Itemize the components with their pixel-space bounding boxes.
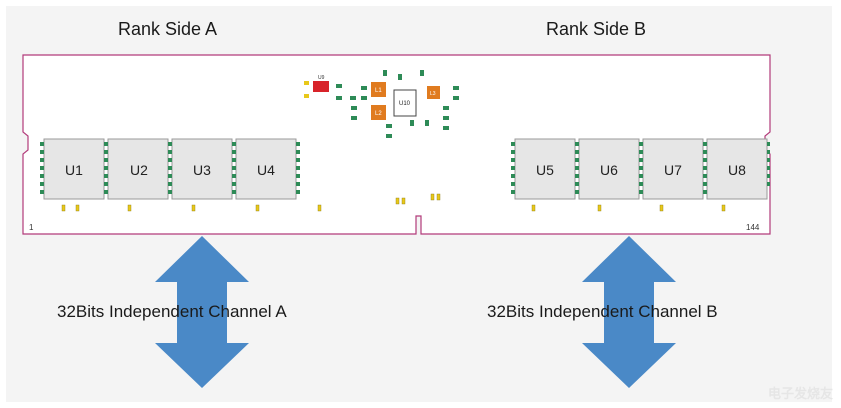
- rank-side-b-label: Rank Side B: [546, 19, 647, 39]
- rank-side-a-label: Rank Side A: [118, 19, 218, 39]
- channel-b-label: 32Bits Independent Channel B: [487, 302, 718, 321]
- chip-u3-label: U3: [193, 162, 211, 178]
- chip-u8-label: U8: [728, 162, 746, 178]
- channel-a-arrow: [155, 236, 249, 388]
- chip-u6: U6: [578, 138, 640, 200]
- pin-144-label: 144: [746, 223, 760, 232]
- chip-u2: U2: [107, 138, 169, 200]
- u9-label: U9: [318, 75, 325, 81]
- chip-u7: U7: [642, 138, 704, 200]
- capacitor-pads-right: [511, 142, 770, 194]
- red-regulator: [313, 81, 329, 92]
- chip-u7-label: U7: [664, 162, 682, 178]
- pin-1-label: 1: [29, 223, 34, 232]
- l2-label: L2: [375, 111, 382, 117]
- chip-u8: U8: [706, 138, 768, 200]
- chip-u6-label: U6: [600, 162, 618, 178]
- l1-label: L1: [375, 88, 382, 94]
- resistor-pads-bottom: [61, 193, 726, 212]
- inductor-l1: [371, 82, 386, 97]
- chip-u5-label: U5: [536, 162, 554, 178]
- watermark: 电子发烧友: [767, 386, 833, 401]
- power-section: U9 L1 L2 L3 U10: [304, 70, 459, 138]
- chip-u2-label: U2: [130, 162, 148, 178]
- chip-u1-label: U1: [65, 162, 83, 178]
- inductor-l3: [427, 86, 440, 99]
- chip-u4-label: U4: [257, 162, 275, 178]
- chip-u1: U1: [43, 138, 105, 200]
- controller-u10: [393, 89, 417, 117]
- chip-u4: U4: [235, 138, 297, 200]
- u10-label: U10: [399, 101, 411, 107]
- chip-u3: U3: [171, 138, 233, 200]
- channel-a-label: 32Bits Independent Channel A: [57, 302, 287, 321]
- l3-label: L3: [430, 91, 436, 97]
- inductor-l2: [371, 105, 386, 120]
- capacitor-pads-left: [40, 142, 300, 194]
- chip-u5: U5: [514, 138, 576, 200]
- channel-b-arrow: [582, 236, 676, 388]
